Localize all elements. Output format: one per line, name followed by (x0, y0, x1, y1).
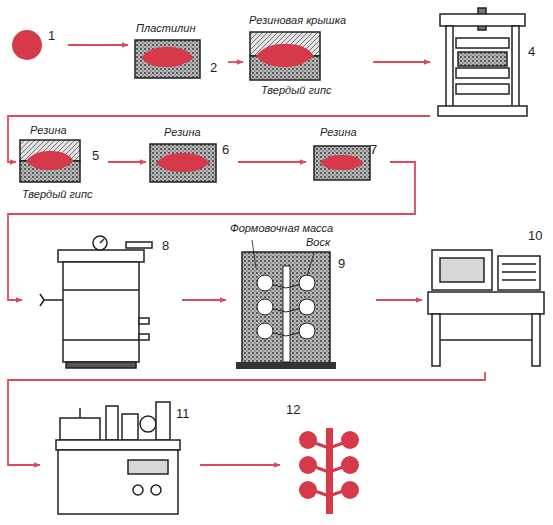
flow-arrow (200, 464, 280, 466)
text-holder: Пластилин (136, 22, 195, 35)
text-holder: 11 (176, 406, 190, 421)
rubber-lid-box (250, 32, 320, 80)
text-holder: 2 (210, 60, 217, 75)
material-label: Воск (306, 236, 330, 249)
text-holder: Резина (30, 124, 67, 137)
flow-arrow (8, 372, 485, 465)
material-label: Формовочная масса (230, 222, 333, 235)
text-holder: Воск (306, 236, 330, 249)
process-step: Резина 5Твердый гипс (16, 124, 108, 208)
callout-number: 2 (210, 60, 217, 75)
process-step: 10 (422, 226, 548, 372)
process-step: Резина 6 (146, 126, 238, 188)
callout-number: 11 (176, 406, 190, 421)
material-label: Резина (320, 126, 357, 139)
text-holder: 12 (286, 402, 300, 417)
process-step: Резина 7 (306, 126, 390, 188)
burnout-furnace (428, 250, 544, 366)
callout-number: 7 (370, 142, 377, 157)
text-holder: 8 (162, 238, 169, 253)
process-step: Формовочная массаВоск 9 (226, 222, 376, 372)
flow-arrow (8, 162, 415, 300)
rubber-mold-box (20, 140, 80, 182)
process-step: 4 (430, 8, 545, 120)
text-holder: Резина (164, 126, 201, 139)
callout-number: 12 (286, 402, 300, 417)
casting-machine (56, 402, 180, 514)
material-label: Твердый гипс (22, 188, 93, 201)
process-step: 11 (40, 390, 200, 520)
flow-arrow (238, 161, 306, 163)
text-holder: Формовочная масса (230, 222, 333, 235)
flow-arrow (228, 61, 243, 63)
process-step: 12 (280, 398, 376, 520)
text-holder: 4 (528, 44, 535, 59)
callout-number: 10 (528, 228, 542, 243)
text-holder: Резиновая крышка (249, 14, 346, 27)
investment-flask (236, 240, 336, 369)
flow-arrow (373, 61, 430, 63)
model-ball (12, 30, 42, 60)
text-holder: 5 (92, 148, 99, 163)
callout-number: 8 (162, 238, 169, 253)
material-label: Резиновая крышка (249, 14, 346, 27)
text-holder: Резина (320, 126, 357, 139)
text-holder: Твердый гипс (261, 84, 332, 97)
text-holder: 7 (370, 142, 377, 157)
process-step: 8 (22, 226, 182, 372)
flow-arrow (376, 299, 422, 301)
text-holder: Твердый гипс (22, 188, 93, 201)
flow-arrow (68, 44, 128, 46)
material-label: Резина (30, 124, 67, 137)
process-step: Резиновая крышкаТвердый гипс (243, 14, 373, 112)
callout-number: 1 (48, 28, 55, 43)
callout-number: 4 (528, 44, 535, 59)
wax-injector (40, 236, 152, 368)
material-label: Твердый гипс (261, 84, 332, 97)
text-holder: 10 (528, 228, 542, 243)
flow-arrow (8, 116, 430, 162)
callout-number: 9 (338, 256, 345, 271)
process-step: Пластилин 2 (128, 20, 228, 86)
callout-number: 5 (92, 148, 99, 163)
press-machine (438, 8, 527, 116)
flow-arrow (108, 161, 146, 163)
cast-tree (299, 428, 359, 514)
rubber-mold-box (314, 146, 370, 180)
text-holder: 9 (338, 256, 345, 271)
material-label: Пластилин (136, 22, 195, 35)
callout-number: 6 (222, 142, 229, 157)
text-holder: 1 (48, 28, 55, 43)
rubber-mold-box (150, 144, 216, 182)
plasticine-box (135, 40, 200, 78)
text-holder: 6 (222, 142, 229, 157)
flow-arrow (182, 299, 226, 301)
material-label: Резина (164, 126, 201, 139)
process-step: 1 (8, 24, 68, 66)
